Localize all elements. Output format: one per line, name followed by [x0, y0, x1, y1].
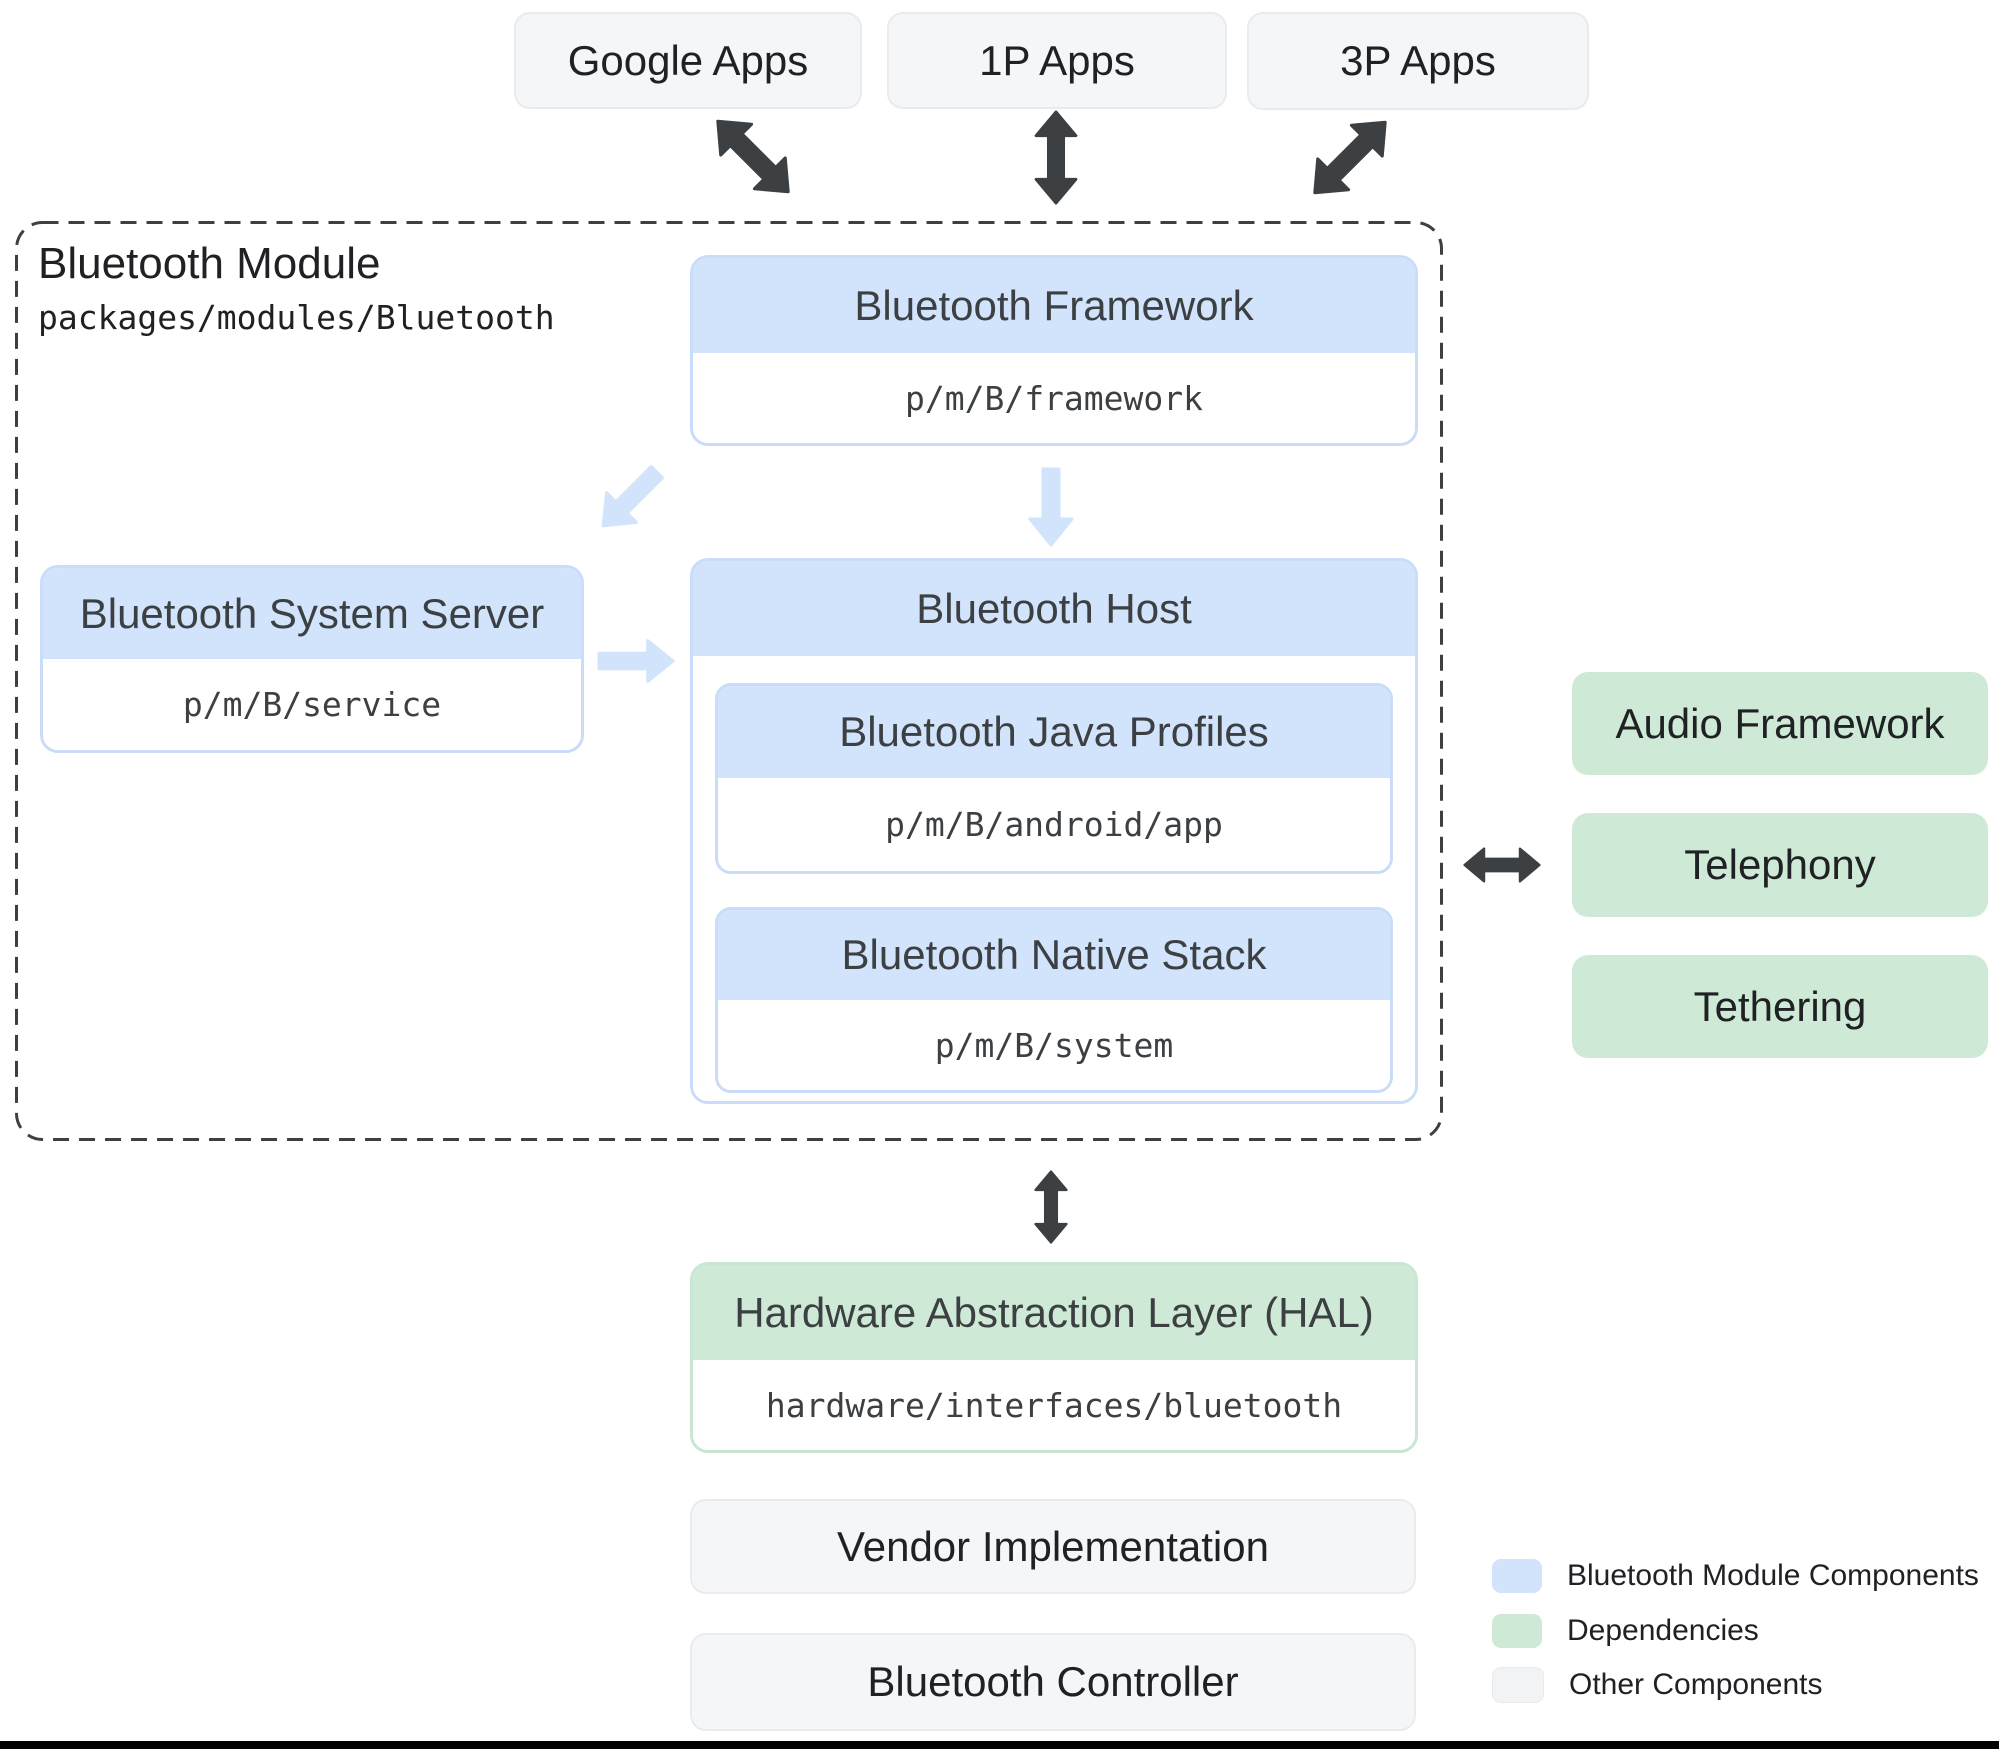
- bluetooth-system-server-title: Bluetooth System Server: [43, 568, 581, 659]
- hal-path: hardware/interfaces/bluetooth: [693, 1360, 1415, 1450]
- bluetooth-system-server-path: p/m/B/service: [43, 659, 581, 750]
- system-server-to-host-arrow-icon: [597, 637, 675, 685]
- telephony-box: Telephony: [1572, 813, 1988, 917]
- legend: Bluetooth Module Components Dependencies…: [1492, 1559, 1979, 1703]
- first-party-apps-bidirectional-arrow-icon: [1027, 110, 1085, 205]
- third-party-apps-bidirectional-arrow-icon: [1289, 96, 1411, 218]
- legend-swatch-module-components: [1492, 1559, 1542, 1593]
- audio-framework-label: Audio Framework: [1615, 699, 1945, 747]
- third-party-apps-label: 3P Apps: [1340, 37, 1496, 84]
- bluetooth-java-profiles-path: p/m/B/android/app: [718, 778, 1390, 871]
- bluetooth-native-stack-path: p/m/B/system: [718, 1000, 1390, 1090]
- legend-item: Bluetooth Module Components: [1492, 1559, 1979, 1593]
- bluetooth-framework-box: Bluetooth Framework p/m/B/framework: [690, 255, 1418, 446]
- bottom-border-bar: [0, 1741, 1999, 1749]
- tethering-label: Tethering: [1693, 982, 1867, 1030]
- bluetooth-host-title: Bluetooth Host: [693, 561, 1415, 656]
- bluetooth-native-stack-title: Bluetooth Native Stack: [718, 910, 1390, 1000]
- telephony-label: Telephony: [1684, 841, 1876, 888]
- google-apps-label: Google Apps: [567, 36, 809, 84]
- bluetooth-module-path: packages/modules/Bluetooth: [38, 297, 555, 337]
- tethering-box: Tethering: [1572, 955, 1988, 1058]
- bluetooth-host-body: Bluetooth Java Profiles p/m/B/android/ap…: [693, 656, 1415, 1101]
- bluetooth-native-stack-box: Bluetooth Native Stack p/m/B/system: [715, 907, 1393, 1093]
- bluetooth-java-profiles-box: Bluetooth Java Profiles p/m/B/android/ap…: [715, 683, 1393, 874]
- audio-framework-box: Audio Framework: [1572, 672, 1988, 775]
- legend-item: Dependencies: [1492, 1614, 1979, 1648]
- vendor-implementation-label: Vendor Implementation: [837, 1522, 1269, 1570]
- hal-box: Hardware Abstraction Layer (HAL) hardwar…: [690, 1262, 1418, 1453]
- bluetooth-module-title: Bluetooth Module: [38, 239, 381, 288]
- framework-to-system-server-arrow-icon: [584, 453, 676, 545]
- bluetooth-system-server-box: Bluetooth System Server p/m/B/service: [40, 565, 584, 753]
- bluetooth-framework-path: p/m/B/framework: [693, 353, 1415, 443]
- framework-to-host-arrow-icon: [1027, 467, 1075, 547]
- third-party-apps-box: 3P Apps: [1247, 12, 1589, 110]
- hal-title: Hardware Abstraction Layer (HAL): [693, 1265, 1415, 1360]
- legend-swatch-other-components: [1492, 1667, 1544, 1703]
- bluetooth-module-heading: Bluetooth Module packages/modules/Blueto…: [38, 238, 555, 337]
- legend-swatch-dependencies: [1492, 1614, 1542, 1648]
- bluetooth-java-profiles-title: Bluetooth Java Profiles: [718, 686, 1390, 778]
- first-party-apps-box: 1P Apps: [887, 12, 1227, 109]
- bluetooth-controller-box: Bluetooth Controller: [690, 1633, 1416, 1731]
- vendor-implementation-box: Vendor Implementation: [690, 1499, 1416, 1594]
- module-to-hal-bidirectional-arrow-icon: [1026, 1170, 1076, 1244]
- google-apps-box: Google Apps: [514, 12, 862, 109]
- legend-label: Other Components: [1569, 1668, 1823, 1701]
- legend-label: Bluetooth Module Components: [1567, 1559, 1979, 1592]
- first-party-apps-label: 1P Apps: [979, 36, 1135, 84]
- bluetooth-framework-title: Bluetooth Framework: [693, 258, 1415, 353]
- legend-item: Other Components: [1492, 1667, 1979, 1703]
- google-apps-bidirectional-arrow-icon: [692, 95, 814, 217]
- bluetooth-module-container: [15, 221, 1443, 1141]
- legend-label: Dependencies: [1567, 1614, 1759, 1647]
- bluetooth-controller-label: Bluetooth Controller: [867, 1658, 1239, 1705]
- module-to-dependencies-bidirectional-arrow-icon: [1463, 840, 1541, 890]
- bluetooth-host-box: Bluetooth Host Bluetooth Java Profiles p…: [690, 558, 1418, 1104]
